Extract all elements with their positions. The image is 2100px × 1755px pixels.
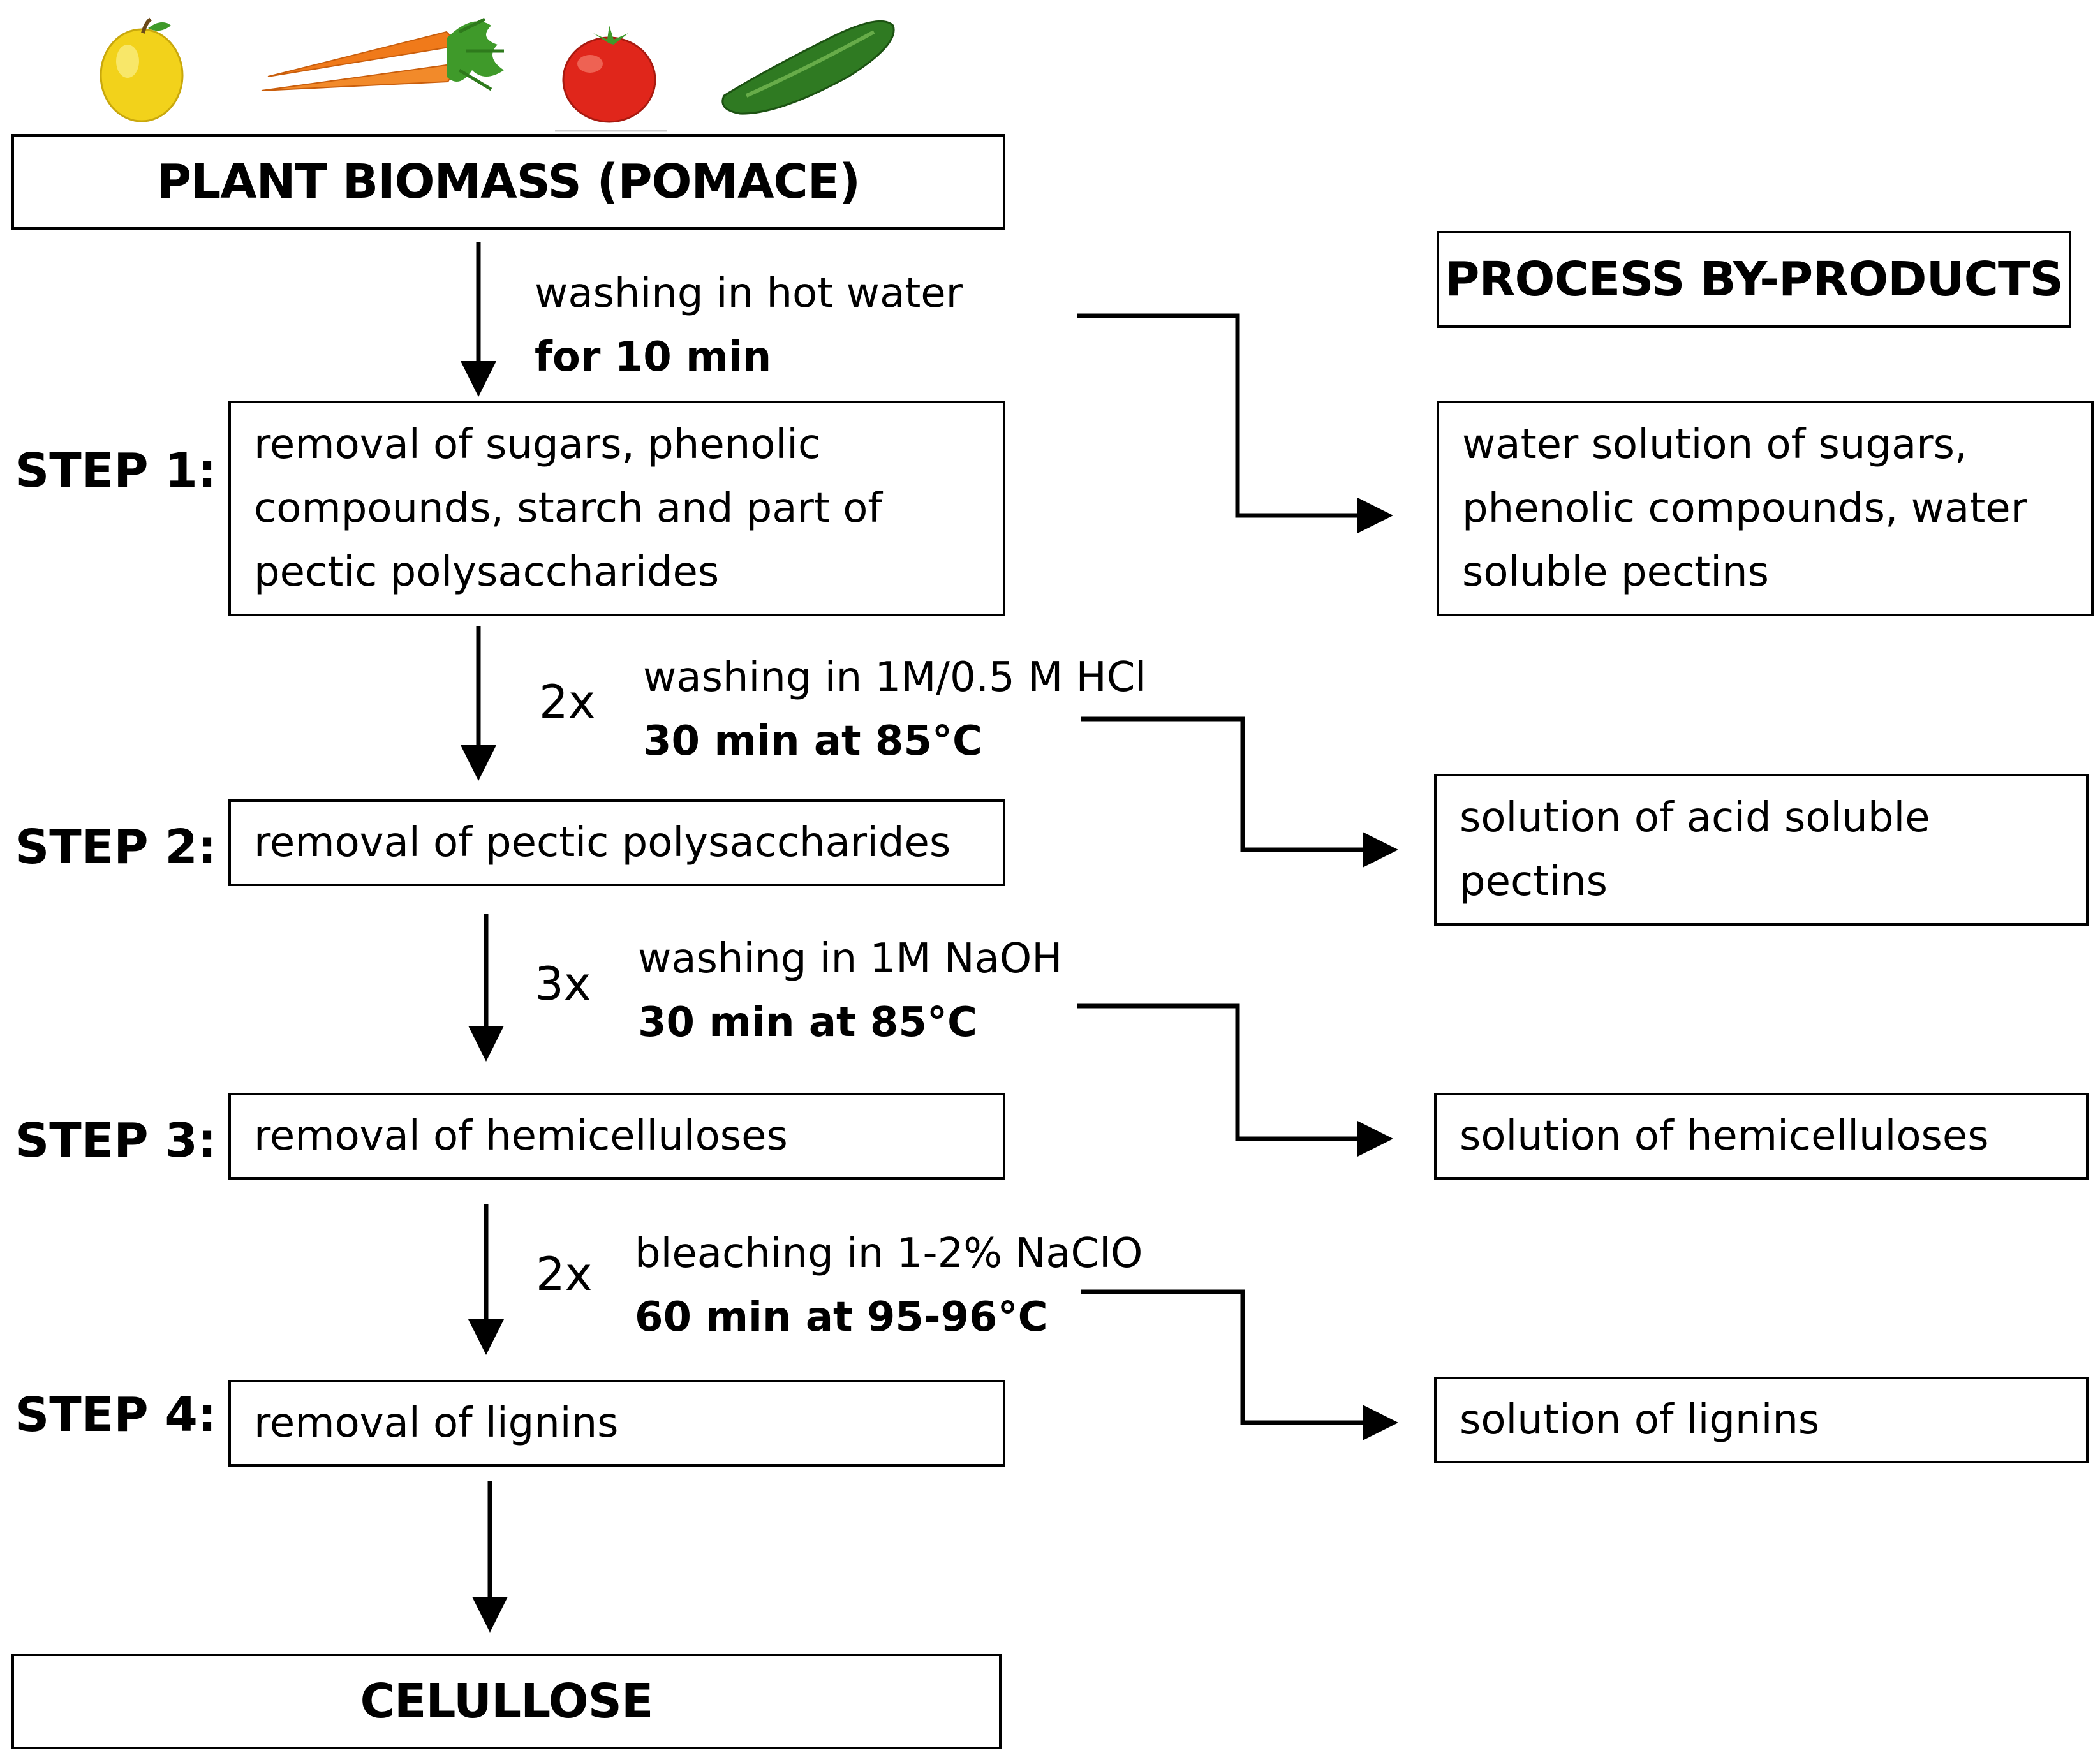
cucumber-icon xyxy=(721,20,895,115)
byproduct-arrow-1 xyxy=(1077,313,1393,533)
byproduct-1-line: water solution of sugars, xyxy=(1462,421,1968,468)
step4-treatment: bleaching in 1-2% NaClO 60 min at 95-96°… xyxy=(635,1222,1142,1349)
byproduct-2-box: solution of acid soluble pectins xyxy=(1434,774,2089,926)
byproduct-arrow-4 xyxy=(1081,1289,1398,1440)
byproducts-header-box: PROCESS BY-PRODUCTS xyxy=(1437,231,2071,328)
step4-result-box: removal of lignins xyxy=(228,1380,1005,1467)
step1-result-line: removal of sugars, phenolic xyxy=(254,421,821,468)
step4-count: 2x xyxy=(536,1247,593,1301)
step2-treatment-text: washing in 1M/0.5 M HCl xyxy=(643,654,1147,701)
step1-result-line: compounds, starch and part of xyxy=(254,485,882,532)
byproduct-arrow-2 xyxy=(1081,716,1398,868)
step3-label: STEP 3: xyxy=(15,1113,217,1168)
byproduct-1-line: soluble pectins xyxy=(1462,549,1769,596)
step3-treatment: washing in 1M NaOH 30 min at 85°C xyxy=(638,927,1062,1055)
step3-count: 3x xyxy=(535,957,591,1011)
step2-treatment: washing in 1M/0.5 M HCl 30 min at 85°C xyxy=(643,646,1146,773)
byproducts-header-label: PROCESS BY-PRODUCTS xyxy=(1445,252,2064,307)
cellulose-box: CELULLOSE xyxy=(11,1654,1002,1749)
step2-label: STEP 2: xyxy=(15,820,217,875)
step2-result-box: removal of pectic polysaccharides xyxy=(228,799,1005,886)
byproduct-2-line: solution of acid soluble xyxy=(1460,794,1930,841)
step1-result-line: pectic polysaccharides xyxy=(254,549,720,596)
step1-treatment-text: washing in hot water xyxy=(535,270,963,317)
byproduct-4-box: solution of lignins xyxy=(1434,1377,2089,1463)
byproduct-3-box: solution of hemicelluloses xyxy=(1434,1093,2089,1180)
step3-treatment-text: washing in 1M NaOH xyxy=(638,935,1063,982)
byproduct-2-line: pectins xyxy=(1460,858,1608,905)
step3-result-line: removal of hemicelluloses xyxy=(254,1113,788,1160)
step3-result-box: removal of hemicelluloses xyxy=(228,1093,1005,1180)
step4-label: STEP 4: xyxy=(15,1388,217,1442)
step1-result-box: removal of sugars, phenolic compounds, s… xyxy=(228,401,1005,616)
plant-biomass-box: PLANT BIOMASS (POMACE) xyxy=(11,134,1005,230)
cellulose-label: CELULLOSE xyxy=(360,1674,654,1729)
step2-count: 2x xyxy=(539,675,596,729)
byproduct-3-line: solution of hemicelluloses xyxy=(1460,1113,1989,1160)
step3-treatment-condition: 30 min at 85°C xyxy=(638,999,977,1046)
step4-treatment-text: bleaching in 1-2% NaClO xyxy=(635,1230,1143,1277)
step4-treatment-condition: 60 min at 95-96°C xyxy=(635,1294,1048,1341)
step1-treatment-condition: for 10 min xyxy=(535,334,772,381)
apple-icon xyxy=(100,17,184,122)
step1-label: STEP 1: xyxy=(15,443,217,498)
byproduct-4-line: solution of lignins xyxy=(1460,1396,1820,1444)
step4-result-line: removal of lignins xyxy=(254,1400,619,1447)
carrots-icon xyxy=(261,17,504,91)
step1-treatment: washing in hot water for 10 min xyxy=(535,262,963,389)
step2-result-line: removal of pectic polysaccharides xyxy=(254,819,951,866)
byproduct-1-line: phenolic compounds, water xyxy=(1462,485,2027,532)
step2-treatment-condition: 30 min at 85°C xyxy=(643,718,982,765)
tomato-icon xyxy=(555,26,667,132)
byproduct-1-box: water solution of sugars, phenolic compo… xyxy=(1437,401,2094,616)
plant-biomass-label: PLANT BIOMASS (POMACE) xyxy=(156,154,861,209)
byproduct-arrow-3 xyxy=(1077,1003,1393,1157)
